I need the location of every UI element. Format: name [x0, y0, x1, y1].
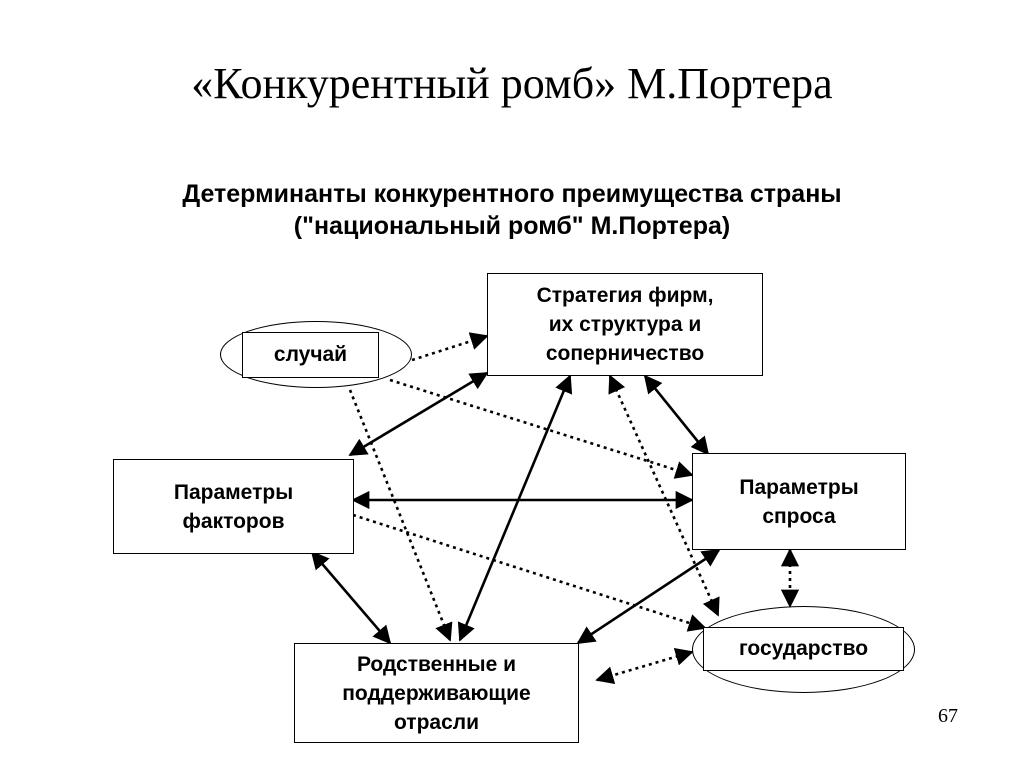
dotted-factors-government	[352, 513, 707, 632]
dotted-government-related	[595, 647, 694, 685]
node-factors-line-1: Параметры	[173, 480, 294, 504]
slide-title: «Конкурентный ромб» М.Портера	[191, 59, 833, 108]
node-factors-line-2: факторов	[182, 509, 285, 533]
node-strategy-line-1: Стратегия фирм,	[536, 284, 714, 307]
node-demand: Параметры спроса	[692, 453, 906, 550]
dotted-chance-demand	[389, 378, 694, 479]
node-demand-line-1: Параметры	[739, 475, 859, 499]
node-related: Родственные и поддерживающие отрасли	[294, 643, 579, 743]
dotted-strategy-government	[608, 374, 720, 617]
chance-ellipse	[220, 321, 412, 388]
arrow-factors-related	[310, 550, 392, 645]
node-related-line-3: отрасли	[393, 710, 480, 734]
node-chance: случай	[242, 332, 379, 378]
node-related-line-1: Родственные и	[356, 652, 517, 676]
node-strategy: Стратегия фирм, их структура и соперниче…	[487, 273, 763, 376]
diagram-subtitle-line-2: ("национальный ромб" М.Портера)	[293, 212, 731, 240]
arrow-demand-related	[576, 548, 721, 645]
node-strategy-line-3: соперничество	[545, 342, 705, 365]
dotted-chance-related	[348, 389, 453, 642]
node-government: государство	[703, 627, 904, 671]
dotted-chance-strategy	[411, 332, 489, 362]
node-demand-line-2: спроса	[762, 504, 836, 528]
arrow-strategy-related	[457, 374, 573, 642]
node-factors: Параметры факторов	[113, 459, 354, 554]
node-related-line-2: поддерживающие	[342, 681, 531, 705]
node-strategy-line-2: их структура и	[548, 313, 702, 336]
arrow-strategy-demand	[643, 374, 710, 456]
diagram-subtitle-line-1: Детерминанты конкурентного преимущества …	[182, 180, 842, 208]
page-number: 67	[938, 705, 958, 727]
government-ellipse	[692, 606, 915, 693]
